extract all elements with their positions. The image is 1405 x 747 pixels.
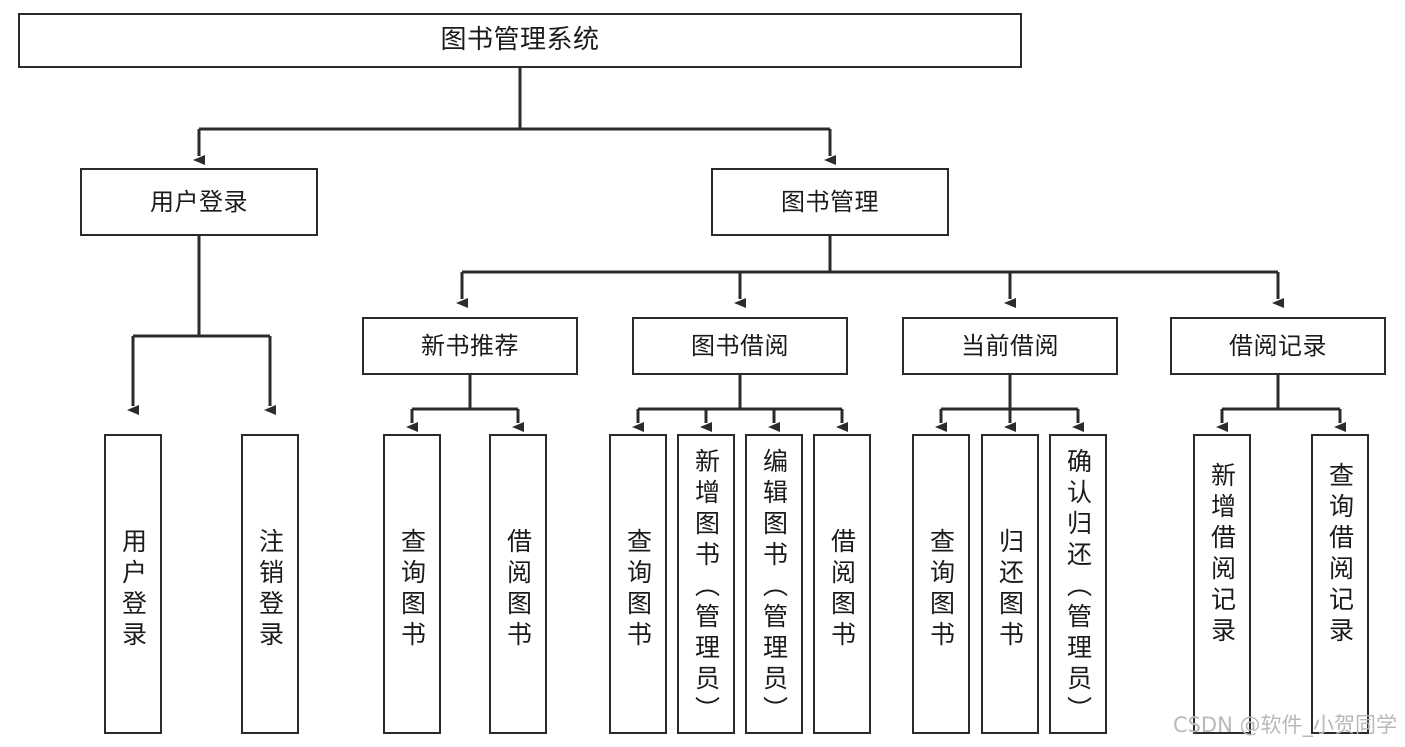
node-label: 注销登录 xyxy=(255,528,285,652)
node-label: 图书借阅 xyxy=(691,331,789,360)
node-label: 新增借阅记录 xyxy=(1207,462,1237,648)
node-current-borrow[interactable]: 当前借阅 xyxy=(902,317,1118,375)
node-label: 查询图书 xyxy=(926,528,956,652)
node-label: 查询借阅记录 xyxy=(1325,462,1355,648)
leaf-return-book[interactable]: 归还图书 xyxy=(981,434,1039,734)
node-label: 借阅图书 xyxy=(503,528,533,652)
node-borrow-record[interactable]: 借阅记录 xyxy=(1170,317,1386,375)
node-label: 查询图书 xyxy=(623,528,653,652)
leaf-user-login[interactable]: 用户登录 xyxy=(104,434,162,734)
node-label: 图书管理 xyxy=(781,187,879,216)
watermark-text: CSDN @软件_小贺同学 xyxy=(1172,713,1397,737)
leaf-edit-book-admin[interactable]: 编辑图书（管理员） xyxy=(745,434,803,734)
leaf-query-borrow-record[interactable]: 查询借阅记录 xyxy=(1311,434,1369,734)
leaf-query-book-current[interactable]: 查询图书 xyxy=(912,434,970,734)
node-label: 用户登录 xyxy=(118,528,148,652)
node-label: 新书推荐 xyxy=(421,331,519,360)
node-book-borrow[interactable]: 图书借阅 xyxy=(632,317,848,375)
node-label: 用户登录 xyxy=(150,187,248,216)
leaf-add-borrow-record[interactable]: 新增借阅记录 xyxy=(1193,434,1251,734)
node-label: 图书管理系统 xyxy=(440,25,600,56)
leaf-borrow-book[interactable]: 借阅图书 xyxy=(813,434,871,734)
node-label: 借阅记录 xyxy=(1229,331,1327,360)
leaf-query-book-borrow[interactable]: 查询图书 xyxy=(609,434,667,734)
node-root-system[interactable]: 图书管理系统 xyxy=(18,13,1022,68)
node-label: 借阅图书 xyxy=(827,528,857,652)
node-label: 查询图书 xyxy=(397,528,427,652)
leaf-logout[interactable]: 注销登录 xyxy=(241,434,299,734)
leaf-confirm-return-admin[interactable]: 确认归还（管理员） xyxy=(1049,434,1107,734)
node-user-login[interactable]: 用户登录 xyxy=(80,168,318,236)
node-new-book-recommend[interactable]: 新书推荐 xyxy=(362,317,578,375)
leaf-query-book-recommend[interactable]: 查询图书 xyxy=(383,434,441,734)
leaf-add-book-admin[interactable]: 新增图书（管理员） xyxy=(677,434,735,734)
node-label: 当前借阅 xyxy=(961,331,1059,360)
leaf-borrow-book-recommend[interactable]: 借阅图书 xyxy=(489,434,547,734)
node-label: 归还图书 xyxy=(995,528,1025,652)
node-label: 编辑图书（管理员） xyxy=(759,448,789,727)
node-book-management[interactable]: 图书管理 xyxy=(711,168,949,236)
node-label: 新增图书（管理员） xyxy=(691,448,721,727)
node-label: 确认归还（管理员） xyxy=(1063,448,1093,727)
